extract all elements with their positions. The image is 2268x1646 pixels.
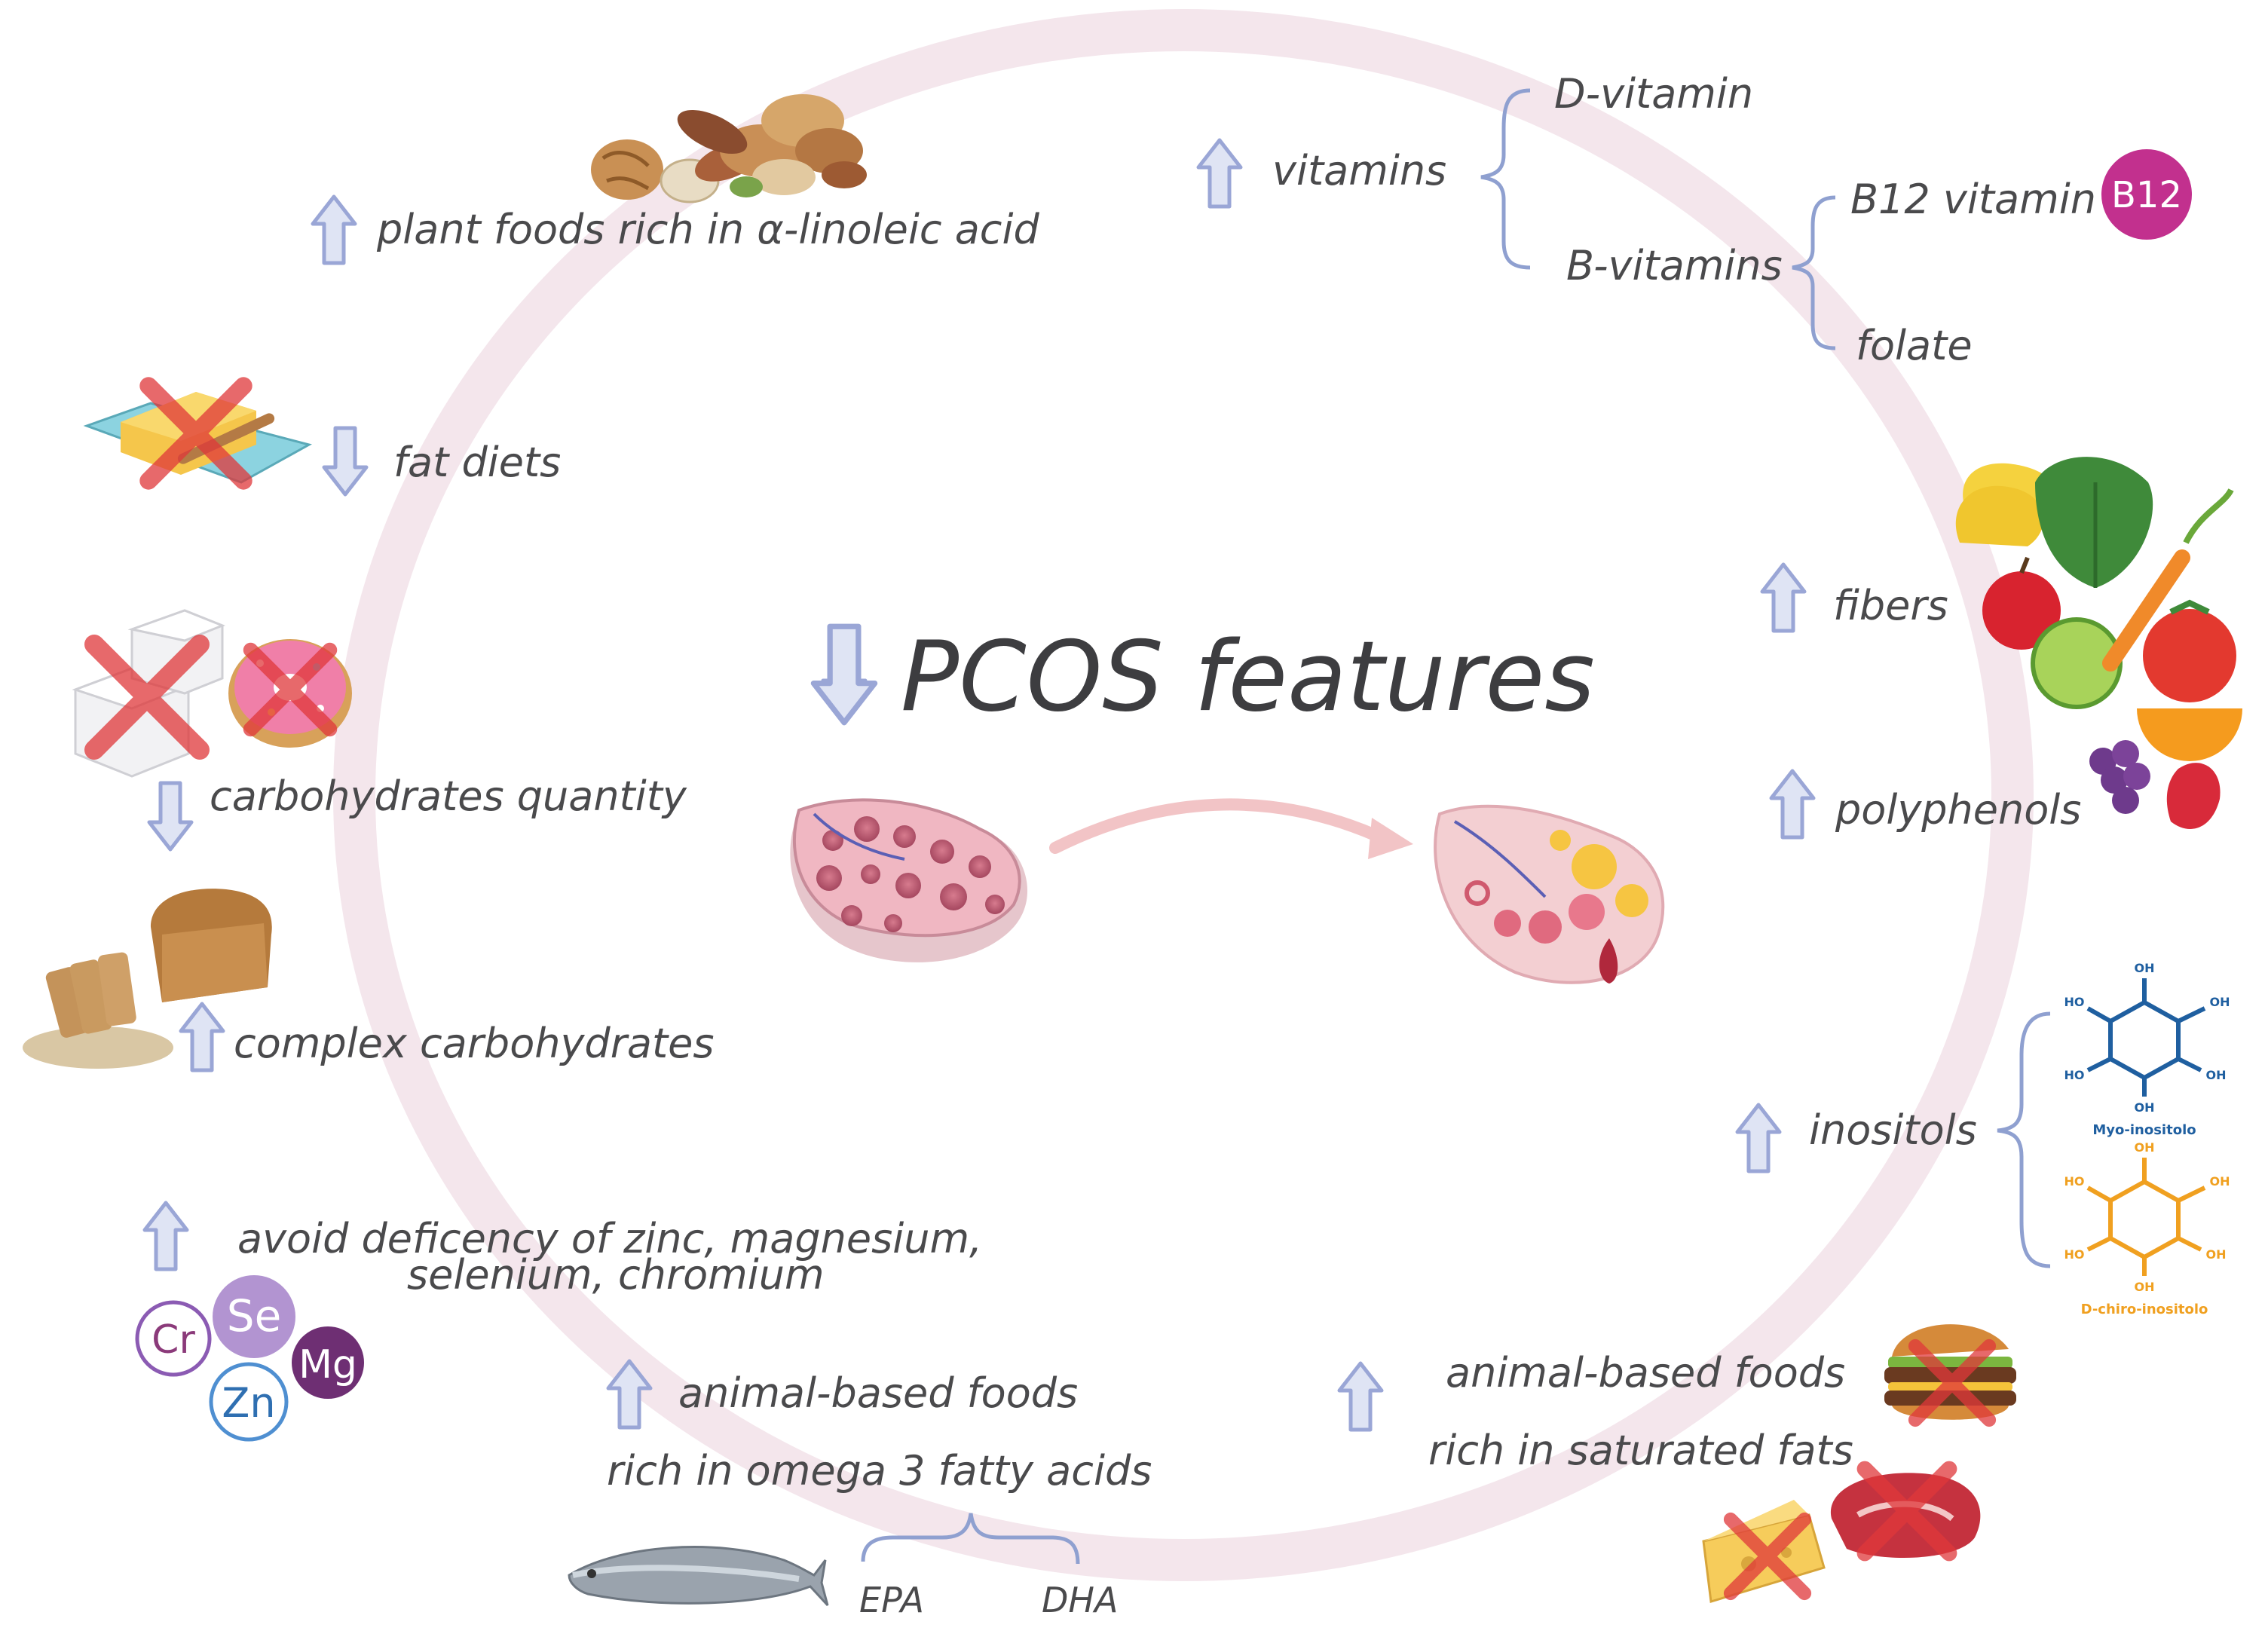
epa-label: EPA <box>859 1580 924 1620</box>
b-vitamins-label: B-vitamins <box>1566 242 1783 289</box>
omega-label-line1: animal-based foods <box>678 1369 1079 1417</box>
b12-badge-label: B12 <box>2111 174 2182 216</box>
increase-arrow-icon <box>181 1004 223 1070</box>
dchiro-oh-label: OH <box>2206 1247 2227 1262</box>
bread-icon <box>23 889 272 1069</box>
minerals-label-line2: selenium, chromium <box>407 1251 825 1299</box>
myo-inositol-icon <box>2086 978 2206 1097</box>
saturated-label-line2: rich in saturated fats <box>1428 1427 1853 1474</box>
fat-diets-label: fat diets <box>393 439 562 486</box>
se-badge: Se <box>227 1290 282 1342</box>
increase-arrow-icon <box>1339 1363 1382 1430</box>
fruits-vegetables-icon <box>1955 457 2242 829</box>
omega-brace <box>861 1513 1080 1565</box>
nuts-icon <box>591 94 867 203</box>
increase-arrow-icon <box>1198 140 1241 207</box>
b12-badge <box>2101 149 2192 240</box>
inositols-label: inositols <box>1809 1106 1977 1154</box>
d-chiro-inositol-icon <box>2086 1158 2206 1276</box>
myo-oh-label: OH <box>2206 1068 2227 1082</box>
ovary-pcos-icon <box>790 798 1028 962</box>
myo-inositol-label: Myo-inositolo <box>2092 1122 2196 1138</box>
b-vitamins-brace <box>1792 195 1836 350</box>
minerals-icon: Cr Se Zn Mg <box>135 1275 364 1442</box>
zn-badge: Zn <box>222 1379 275 1427</box>
minerals-label-line1: avoid deficency of zinc, magnesium, <box>237 1215 983 1262</box>
fish-icon <box>568 1546 829 1607</box>
saturated-label-line1: animal-based foods <box>1446 1349 1846 1397</box>
increase-arrow-icon <box>313 197 355 263</box>
decrease-arrow-icon <box>149 783 191 849</box>
cr-badge: Cr <box>152 1317 195 1363</box>
plant-foods-label: plant foods rich in α-linoleic acid <box>377 206 1039 253</box>
mg-badge: Mg <box>298 1342 357 1387</box>
increase-arrow-icon <box>1737 1105 1780 1171</box>
dchiro-oh-label: OH <box>2135 1140 2155 1155</box>
ovary-healthy-icon <box>1434 804 1665 984</box>
dchiro-ho-label: HO <box>2064 1174 2085 1189</box>
transition-arrow-icon <box>1049 798 1393 854</box>
dchiro-oh-label: OH <box>2135 1280 2155 1294</box>
b12-vitamin-label: B12 vitamin <box>1850 176 2096 223</box>
myo-oh-label: OH <box>2135 1100 2155 1115</box>
d-vitamin-label: D-vitamin <box>1554 70 1754 118</box>
page-title: PCOS features <box>901 621 1595 733</box>
folate-label: folate <box>1856 322 1973 369</box>
complex-carbs-label: complex carbohydrates <box>234 1020 715 1067</box>
d-chiro-inositol-label: D-chiro-inositolo <box>2081 1302 2208 1317</box>
inositols-brace <box>1997 1011 2051 1268</box>
increase-arrow-icon <box>145 1203 187 1269</box>
polyphenols-label: polyphenols <box>1835 786 2082 834</box>
vitamins-brace <box>1480 88 1531 270</box>
decrease-arrow-icon <box>324 428 366 494</box>
increase-arrow-icon <box>1762 564 1804 631</box>
increase-arrow-icon <box>1771 771 1813 837</box>
dchiro-ho-label: HO <box>2064 1247 2085 1262</box>
dha-label: DHA <box>1042 1580 1119 1620</box>
fibers-label: fibers <box>1833 582 1948 629</box>
omega-label-line2: rich in omega 3 fatty acids <box>607 1447 1152 1495</box>
myo-ho-label: HO <box>2064 995 2085 1009</box>
myo-oh-label: OH <box>2135 961 2155 975</box>
myo-ho-label: HO <box>2064 1068 2085 1082</box>
background-ring <box>333 9 2034 1581</box>
vitamins-label: vitamins <box>1272 147 1447 194</box>
dchiro-oh-label: OH <box>2210 1174 2230 1189</box>
carbs-quantity-label: carbohydrates quantity <box>210 773 687 820</box>
myo-oh-label: OH <box>2210 995 2230 1009</box>
